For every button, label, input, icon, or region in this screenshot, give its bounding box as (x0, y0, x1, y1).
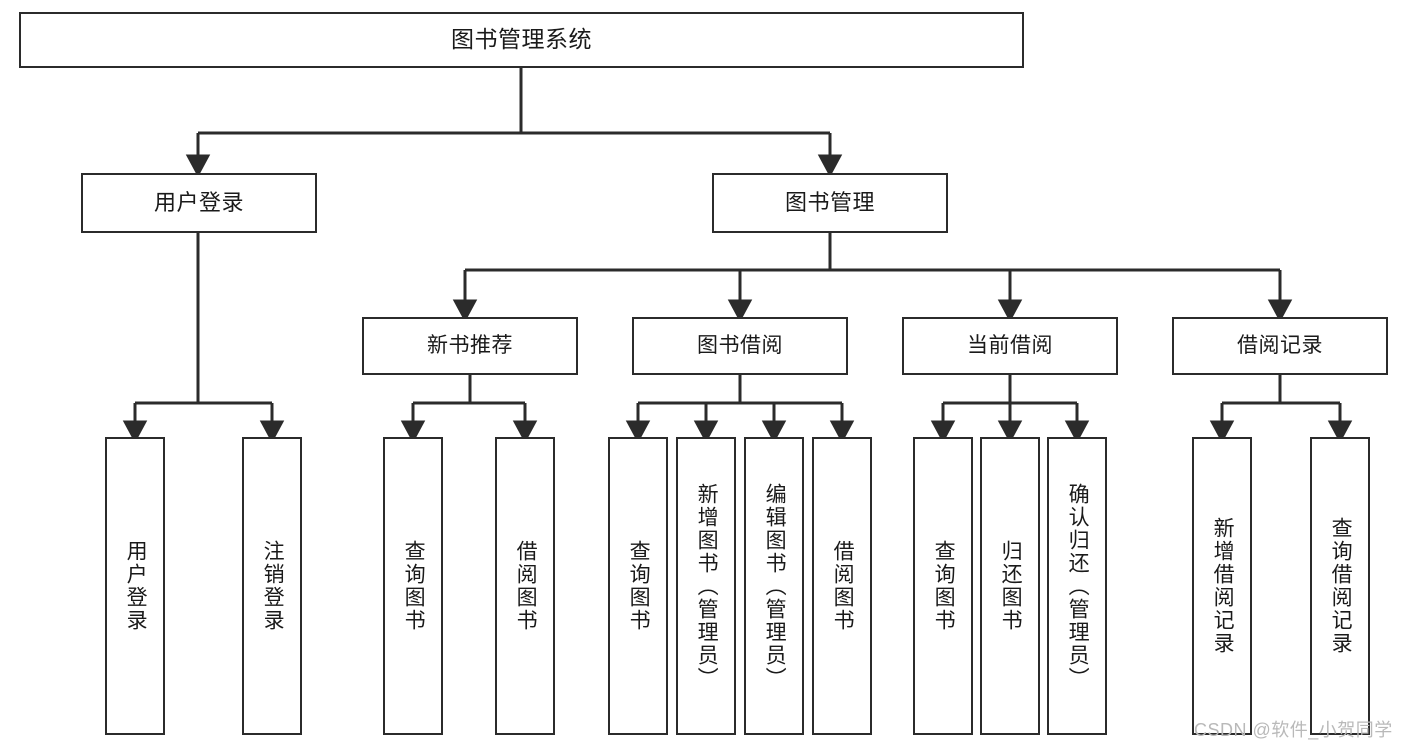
node-leaf-user-logout-label: 注销登录 (261, 540, 285, 632)
node-leaf-borrow-book-2-label: 借阅图书 (831, 540, 855, 632)
node-leaf-user-login-label: 用户登录 (124, 540, 148, 632)
node-leaf-add-record[interactable]: 新增借阅记录 (1192, 437, 1252, 735)
node-current-borrow-label: 当前借阅 (967, 333, 1053, 357)
node-leaf-edit-book[interactable]: 编辑图书（管理员） (744, 437, 804, 735)
node-root[interactable]: 图书管理系统 (19, 12, 1024, 68)
node-user-login[interactable]: 用户登录 (81, 173, 317, 233)
node-leaf-add-book[interactable]: 新增图书（管理员） (676, 437, 736, 735)
node-book-borrow[interactable]: 图书借阅 (632, 317, 848, 375)
node-leaf-user-login[interactable]: 用户登录 (105, 437, 165, 735)
node-leaf-query-record-label: 查询借阅记录 (1329, 517, 1353, 655)
node-leaf-confirm-return-label: 确认归还（管理员） (1066, 482, 1090, 690)
node-leaf-query-book-1[interactable]: 查询图书 (383, 437, 443, 735)
node-book-management[interactable]: 图书管理 (712, 173, 948, 233)
node-leaf-borrow-book-1-label: 借阅图书 (514, 540, 538, 632)
node-leaf-borrow-book-1[interactable]: 借阅图书 (495, 437, 555, 735)
node-leaf-query-book-3-label: 查询图书 (932, 540, 956, 632)
node-leaf-query-book-2-label: 查询图书 (627, 540, 651, 632)
node-leaf-query-book-2[interactable]: 查询图书 (608, 437, 668, 735)
node-root-label: 图书管理系统 (451, 26, 592, 53)
node-new-book-recommend[interactable]: 新书推荐 (362, 317, 578, 375)
node-user-login-label: 用户登录 (153, 190, 244, 216)
node-book-borrow-label: 图书借阅 (697, 333, 783, 357)
watermark: CSDN @软件_小贺同学 (1194, 720, 1393, 740)
node-borrow-record[interactable]: 借阅记录 (1172, 317, 1388, 375)
node-leaf-query-book-1-label: 查询图书 (402, 540, 426, 632)
node-leaf-add-book-label: 新增图书（管理员） (695, 482, 719, 690)
node-leaf-return-book[interactable]: 归还图书 (980, 437, 1040, 735)
node-current-borrow[interactable]: 当前借阅 (902, 317, 1118, 375)
node-leaf-query-record[interactable]: 查询借阅记录 (1310, 437, 1370, 735)
node-leaf-user-logout[interactable]: 注销登录 (242, 437, 302, 735)
node-leaf-confirm-return[interactable]: 确认归还（管理员） (1047, 437, 1107, 735)
node-leaf-edit-book-label: 编辑图书（管理员） (763, 482, 787, 690)
node-leaf-return-book-label: 归还图书 (999, 540, 1023, 632)
node-leaf-borrow-book-2[interactable]: 借阅图书 (812, 437, 872, 735)
node-new-book-recommend-label: 新书推荐 (427, 333, 513, 357)
node-leaf-add-record-label: 新增借阅记录 (1211, 517, 1235, 655)
node-leaf-query-book-3[interactable]: 查询图书 (913, 437, 973, 735)
node-borrow-record-label: 借阅记录 (1237, 333, 1323, 357)
node-book-management-label: 图书管理 (784, 190, 875, 216)
